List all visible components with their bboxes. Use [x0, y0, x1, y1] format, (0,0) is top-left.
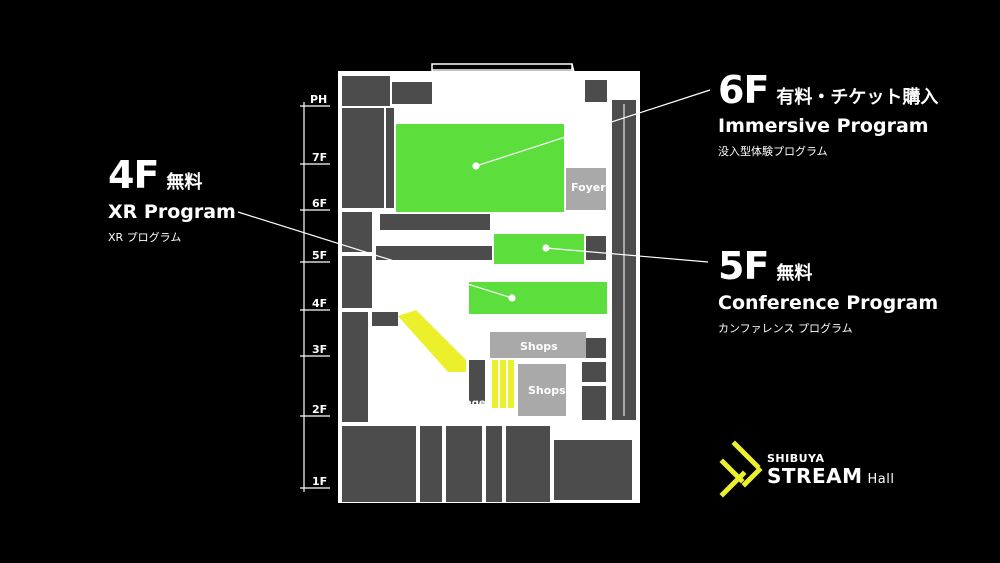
- room-label-foyer: Foyer: [571, 181, 606, 194]
- xr-area: [469, 282, 607, 314]
- callout-6f: 6F 有料・チケット購入: [718, 70, 938, 110]
- logo-hall-word: Hall: [867, 472, 895, 487]
- escalators: [398, 310, 514, 408]
- callout-lines: [237, 89, 711, 302]
- logo-main-word: STREAM: [767, 464, 863, 488]
- floor-label-1f: 1F: [312, 475, 328, 488]
- rooms: [342, 76, 632, 502]
- roof-structure: [431, 63, 583, 105]
- floor-label-7f: 7F: [312, 151, 328, 164]
- callout-4f-price: 無料: [166, 172, 203, 193]
- callout-4f-floor: 4F: [108, 153, 159, 197]
- callout-5f-sub: カンファレンス プログラム: [718, 322, 853, 335]
- callout-5f-price: 無料: [776, 263, 813, 284]
- floor-label-5f: 5F: [312, 249, 328, 262]
- light-rooms: [490, 168, 606, 416]
- callout-5f: 5F 無料: [718, 246, 812, 286]
- floor-label-ph: PH: [310, 93, 328, 106]
- program-areas: [396, 124, 607, 314]
- callout-5f-program: Conference Program: [718, 292, 939, 314]
- callout-6f-floor: 6F: [718, 68, 769, 112]
- callout-4f-sub: XR プログラム: [108, 231, 182, 244]
- callout-4f-program: XR Program: [108, 201, 236, 223]
- floor-label-6f: 6F: [312, 197, 328, 210]
- room-label-through-passage: Through-Passage: [388, 398, 486, 409]
- callout-5f-floor: 5F: [718, 244, 769, 288]
- room-label-shops-lower: Shops: [528, 384, 566, 397]
- floor-label-3f: 3F: [312, 343, 328, 356]
- callout-6f-sub: 没入型体験プログラム: [718, 145, 828, 158]
- floor-label-4f: 4F: [312, 297, 328, 310]
- callout-6f-price: 有料・チケット購入: [776, 87, 939, 108]
- immersive-area: [396, 124, 564, 212]
- floor-scale: [300, 102, 330, 492]
- logo-mark-icon: [719, 440, 763, 498]
- floor-label-2f: 2F: [312, 403, 328, 416]
- room-label-shops-upper: Shops: [520, 340, 558, 353]
- conference-area: [494, 234, 584, 264]
- logo-main-text: STREAM Hall: [767, 464, 894, 488]
- callout-4f: 4F 無料: [108, 155, 202, 195]
- callout-6f-program: Immersive Program: [718, 115, 929, 137]
- logo-top-text: SHIBUYA: [767, 452, 825, 465]
